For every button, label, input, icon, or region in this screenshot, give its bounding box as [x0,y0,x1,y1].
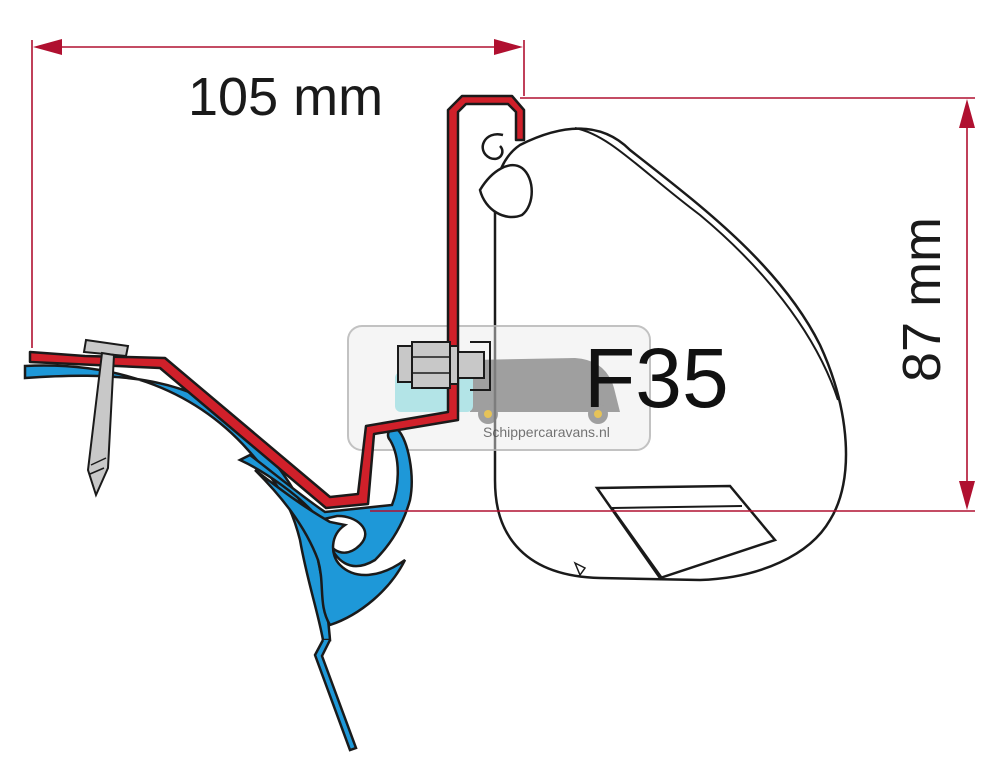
adapter-rail [28,94,526,510]
body-panel-edge [313,639,358,752]
gutter-profile [23,364,413,752]
width-arrow-right [494,39,523,55]
height-dimension-label: 87 mm [892,217,952,382]
height-arrow-bottom [959,481,975,510]
watermark-site-text: Schippercaravans.nl [483,424,610,440]
width-arrow-left [33,39,62,55]
mounting-bolt-washer [449,345,459,385]
fixing-screw-head [82,338,130,358]
width-dimension: 105 mm [31,39,525,348]
awning-case-window-edge [611,507,663,579]
mounting-bolt-shaft [457,351,485,379]
gutter-lip [254,469,407,627]
fixing-screw-shank [86,351,116,498]
height-arrow-top [959,99,975,128]
mounting-bolt [397,341,491,391]
fixing-screw [82,338,130,498]
fixing-screw-thread [89,457,107,475]
awning-case-window-divider [611,505,743,509]
height-dimension: 87 mm [370,97,975,512]
width-dimension-label: 105 mm [188,67,383,127]
awning-case-lug [478,164,533,219]
mounting-bolt-bracket [470,341,491,391]
mounting-bolt-nut [411,341,451,389]
awning-case-clip-hook [481,132,504,161]
awning-case-window [594,484,778,580]
awning-case-foot [573,561,587,577]
gutter-channel [237,427,413,568]
adapter-rail-body [28,94,526,510]
model-label: F35 [584,331,729,425]
awning-case-inner-line [574,127,839,401]
